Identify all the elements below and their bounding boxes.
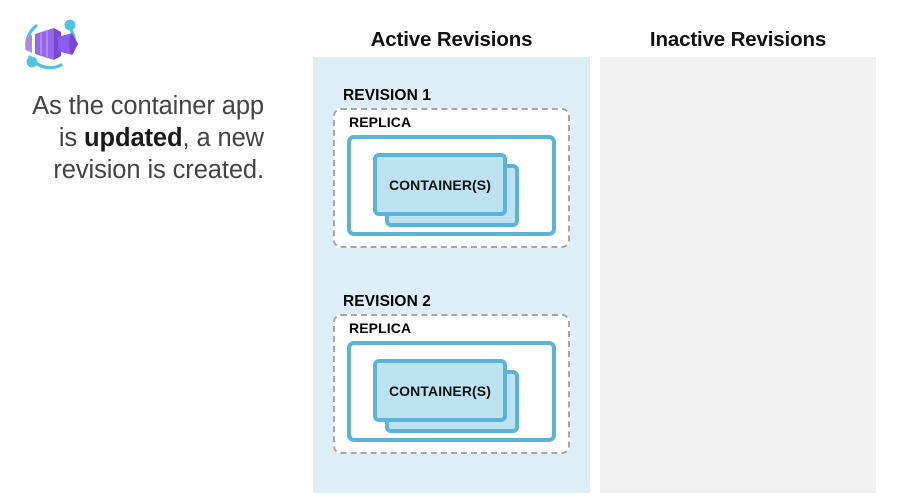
inactive-revisions-panel <box>600 57 876 493</box>
revision-1-title: REVISION 1 <box>343 87 431 104</box>
revision-group-2: REVISION 2 REPLICA CONTAINER(S) <box>333 293 570 454</box>
caption-text: As the container app is updated, a new r… <box>22 90 264 186</box>
caption-after: , a new revision is created. <box>53 124 264 184</box>
revision-2-replica-label: REPLICA <box>349 320 412 336</box>
revision-1-replica-inner: CONTAINER(S) <box>347 135 556 236</box>
revision-1-replica-box: REPLICA CONTAINER(S) <box>333 108 570 248</box>
azure-container-apps-logo <box>14 13 86 75</box>
active-revisions-heading: Active Revisions <box>370 28 533 51</box>
revision-1-container-label: CONTAINER(S) <box>388 176 492 193</box>
revision-1-replica-label: REPLICA <box>349 114 412 130</box>
revision-2-title: REVISION 2 <box>343 293 431 310</box>
revision-group-1: REVISION 1 REPLICA CONTAINER(S) <box>333 87 570 248</box>
revision-2-replica-inner: CONTAINER(S) <box>347 341 556 442</box>
inactive-revisions-heading: Inactive Revisions <box>649 28 827 51</box>
revision-1-container-card-front: CONTAINER(S) <box>373 153 507 216</box>
revision-2-replica-box: REPLICA CONTAINER(S) <box>333 314 570 454</box>
caption-emphasis: updated <box>84 124 183 152</box>
revision-2-container-label: CONTAINER(S) <box>388 382 492 399</box>
active-revisions-panel: REVISION 1 REPLICA CONTAINER(S) REVISION… <box>313 57 590 493</box>
caption-before: As the container app is <box>32 92 264 152</box>
revision-2-container-card-front: CONTAINER(S) <box>373 359 507 422</box>
